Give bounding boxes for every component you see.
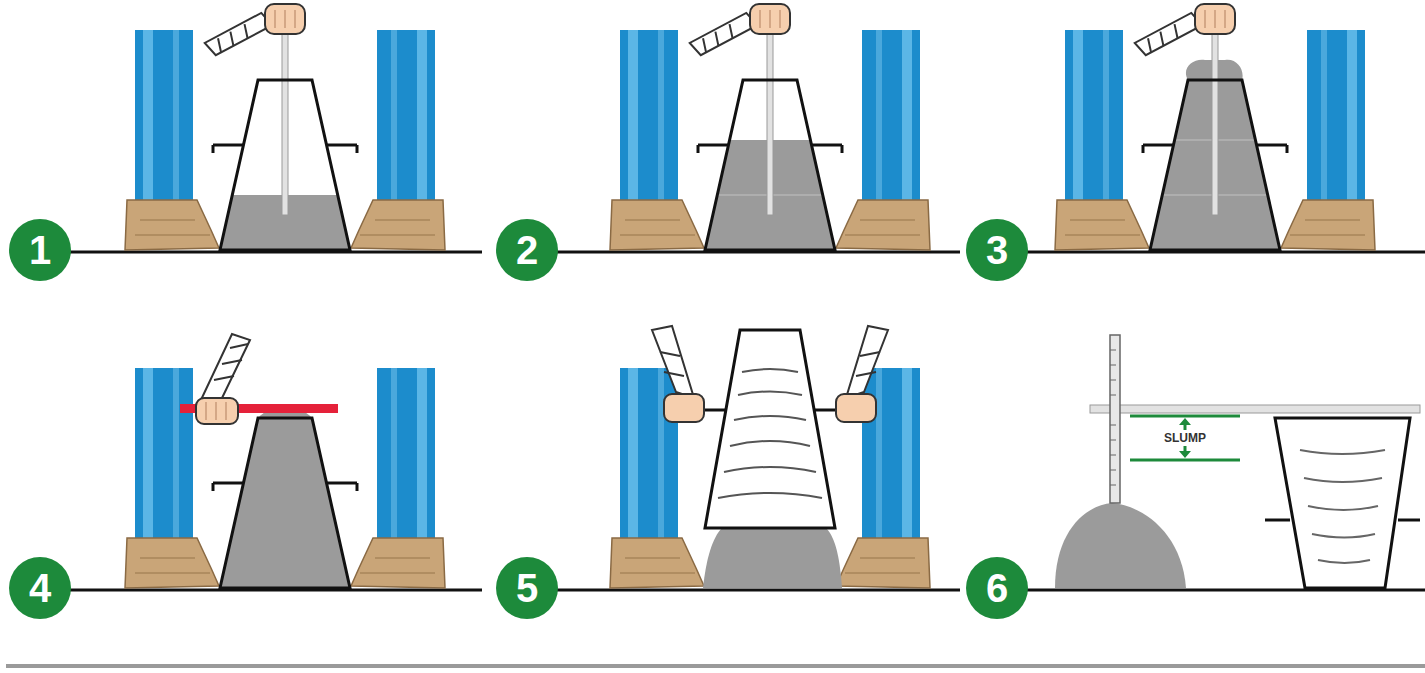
step-number: 3: [966, 219, 1028, 281]
step-number-text: 5: [516, 568, 538, 608]
operator-legs: [125, 368, 445, 588]
frame-line: [6, 664, 1425, 668]
step-number: 4: [9, 557, 71, 619]
slumped-concrete: [1055, 503, 1186, 588]
slump-cone: [205, 4, 357, 250]
lifting-hands: [652, 326, 888, 422]
slump-cone: [690, 4, 842, 250]
inverted-cone: [1265, 418, 1420, 588]
ground-line: [40, 252, 1425, 590]
lifted-cone: [690, 330, 850, 528]
step-number-text: 6: [986, 568, 1008, 608]
step-number: 1: [9, 219, 71, 281]
strike-off-hand: [180, 334, 338, 424]
step-number: 2: [496, 219, 558, 281]
slump-cone: [213, 408, 357, 588]
slumped-concrete: [703, 528, 842, 588]
measuring-rule: [1110, 335, 1120, 503]
step-number-text: 2: [516, 230, 538, 270]
dimension-label: SLUMP: [1161, 430, 1209, 446]
slump-cone: [1135, 4, 1287, 250]
step-number-text: 4: [29, 568, 51, 608]
step-number: 5: [496, 557, 558, 619]
tamping-rod: [1090, 405, 1420, 413]
step-number-text: 1: [29, 230, 51, 270]
slump-dimension: [1130, 416, 1240, 460]
step-number: 6: [966, 557, 1028, 619]
step-number-text: 3: [986, 230, 1008, 270]
